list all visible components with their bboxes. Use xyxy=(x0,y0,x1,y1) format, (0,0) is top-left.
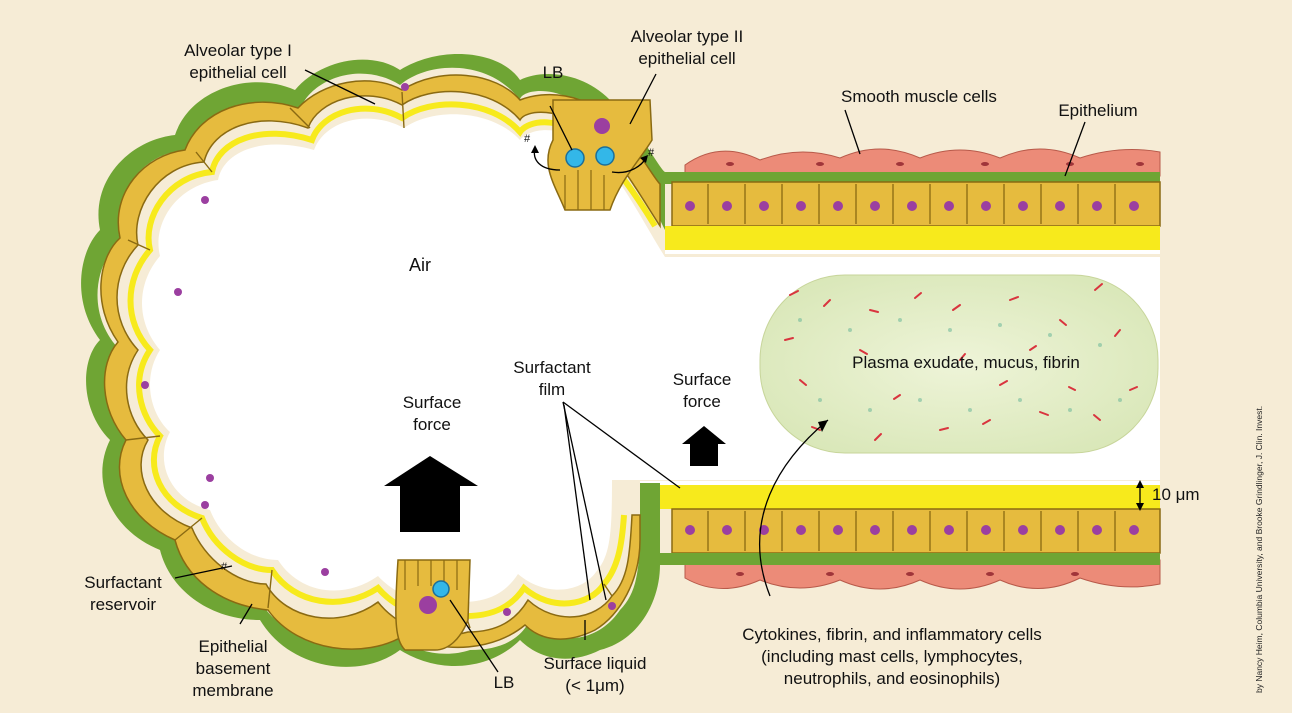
label-epithelium: Epithelium xyxy=(1046,100,1150,122)
label-smooth-muscle: Smooth muscle cells xyxy=(814,86,1024,108)
hash-mark-reservoir: # xyxy=(218,561,230,573)
label-plasma-exudate: Plasma exudate, mucus, fibrin xyxy=(816,352,1116,374)
label-lb-top: LB xyxy=(533,62,573,84)
airway-wall-top xyxy=(660,172,1160,252)
hash-mark-top-right: # xyxy=(645,147,657,159)
type2-cell-bottom xyxy=(396,560,470,650)
label-thickness: 10 μm xyxy=(1152,484,1222,506)
hash-mark-top-left: # xyxy=(521,133,533,145)
image-credit: by Nancy Heim, Columbia University, and … xyxy=(1254,406,1264,693)
label-air: Air xyxy=(395,254,445,276)
airway-wall-bottom xyxy=(640,483,1160,565)
label-cytokines: Cytokines, fibrin, and inflammatory cell… xyxy=(722,624,1062,690)
label-surface-liquid: Surface liquid(< 1μm) xyxy=(510,653,680,697)
